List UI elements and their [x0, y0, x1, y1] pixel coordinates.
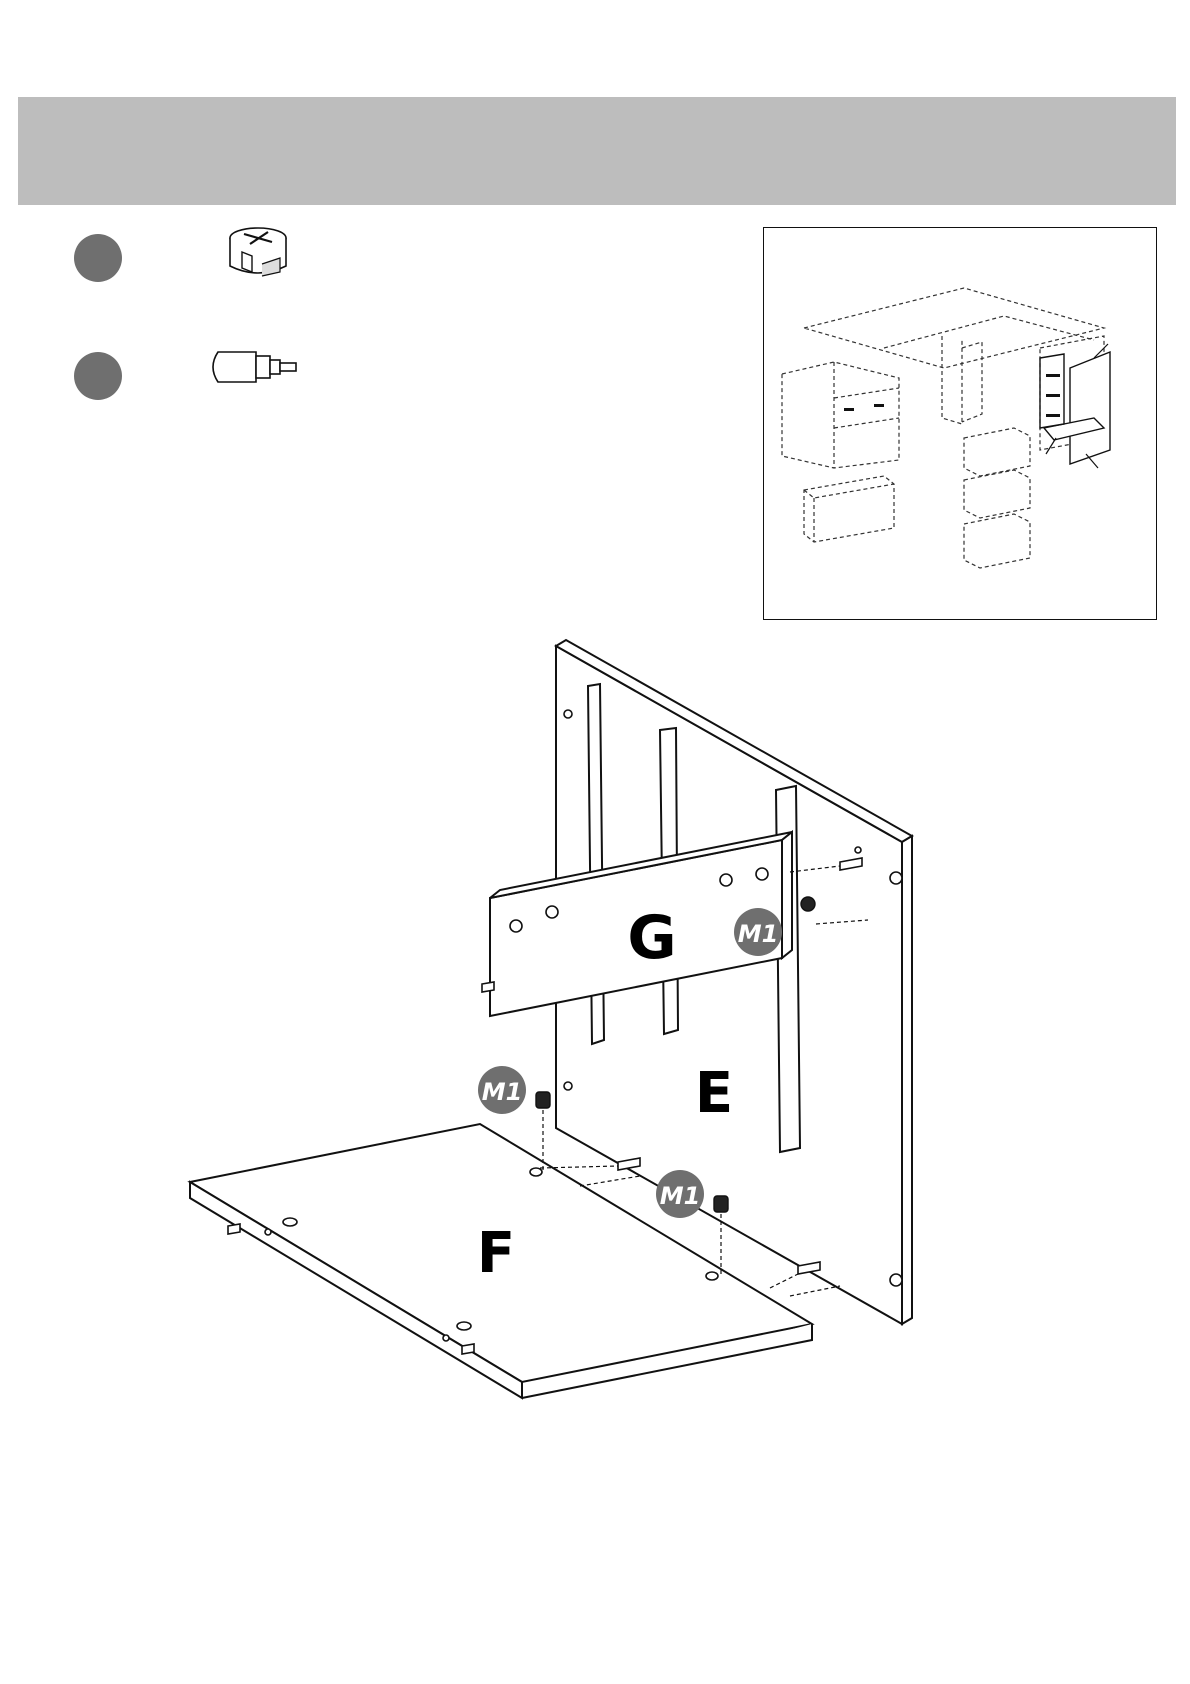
m1-badge-1: M1: [734, 908, 782, 956]
part-dot-2: [74, 352, 122, 400]
m1-label-2: M1: [482, 1078, 523, 1106]
desk-overview-diagram: [764, 228, 1156, 619]
assembly-drawing: M1 M1 M1 G E F: [0, 620, 1190, 1440]
dowel-icon: [204, 344, 308, 390]
m1-badge-3: M1: [656, 1170, 704, 1218]
panel-g-label: G: [627, 903, 676, 973]
m1-badge-2: M1: [478, 1066, 526, 1114]
m1-label-1: M1: [738, 920, 779, 948]
header-band: [18, 97, 1176, 205]
m1-label-3: M1: [660, 1182, 701, 1210]
cam-lock-icon: [222, 222, 294, 294]
overview-inset: [763, 227, 1157, 620]
part-dot-1: [74, 234, 122, 282]
panel-f-label: F: [477, 1221, 515, 1286]
panel-e-label: E: [695, 1061, 733, 1126]
